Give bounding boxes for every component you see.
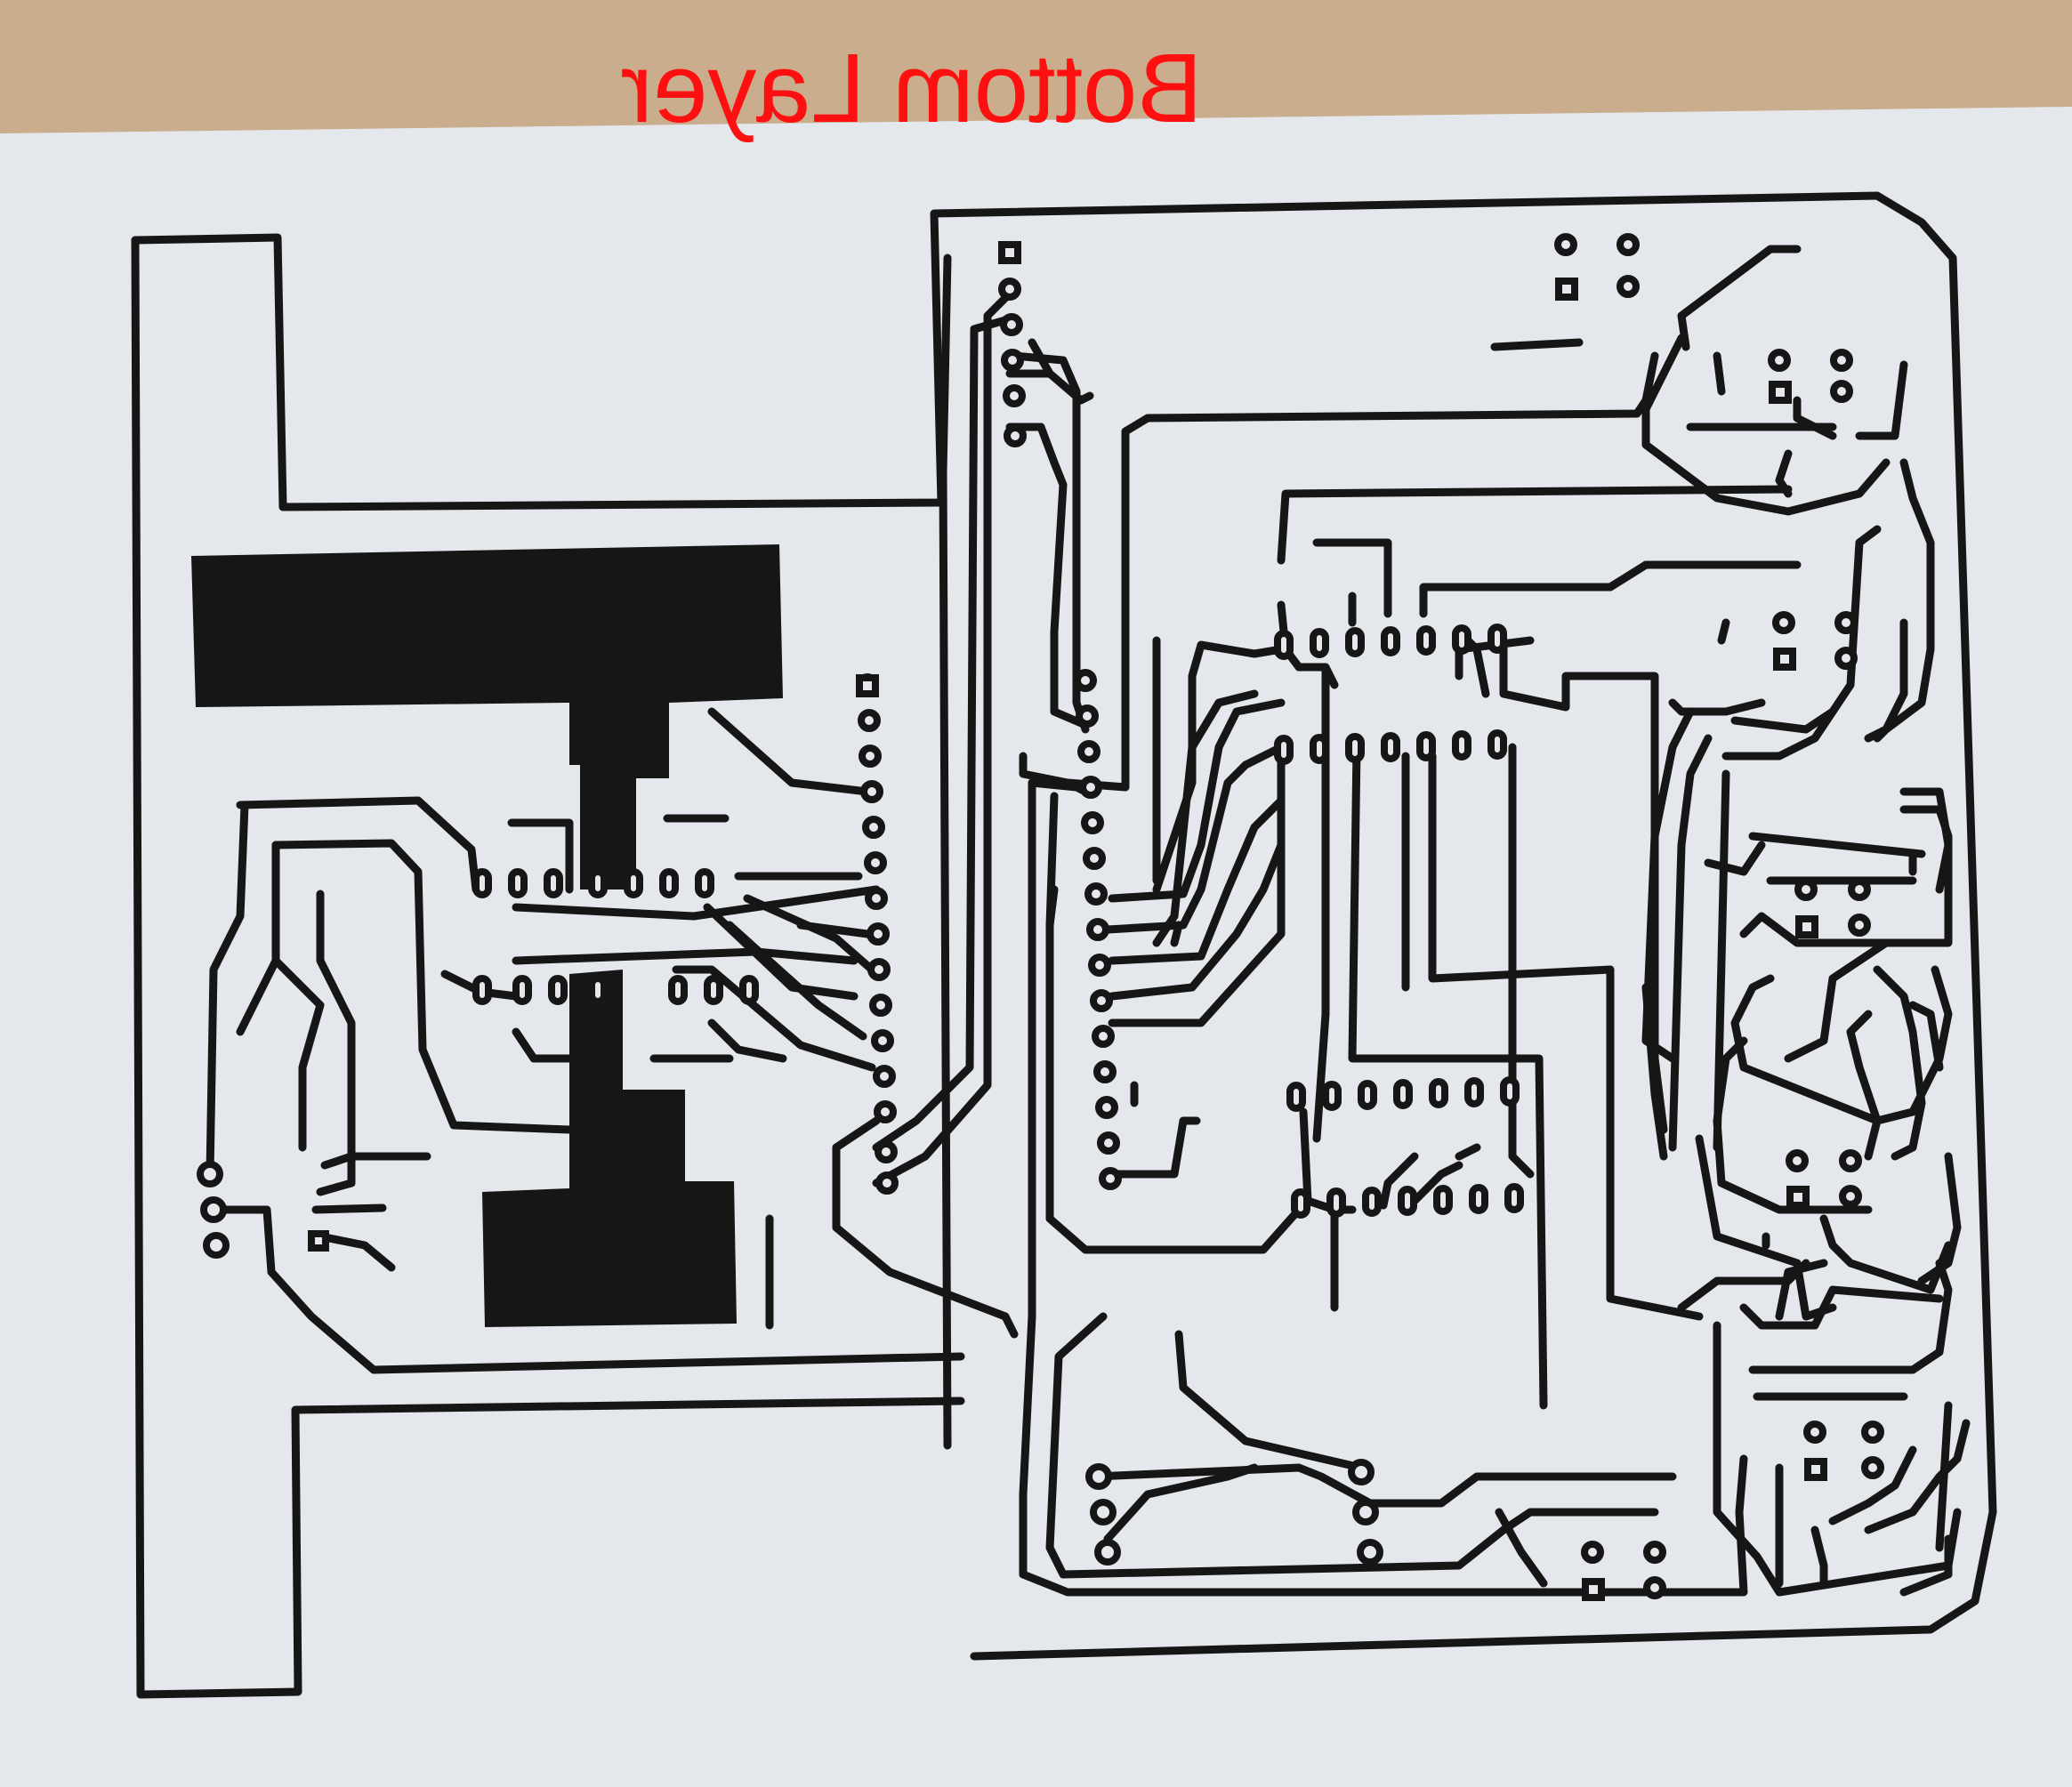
- left-rail: [131, 236, 965, 1699]
- bottom-layer-label: Bottom Layer: [0, 34, 2072, 143]
- ic-pads: [472, 624, 1524, 1219]
- square-pads: [308, 241, 1827, 1601]
- pads: [197, 233, 1884, 1599]
- bottom-layer-label-text: Bottom Layer: [620, 34, 1203, 143]
- pcb-artwork: [131, 191, 1997, 1699]
- inner-rail: [939, 254, 952, 1450]
- copper-pours: [191, 544, 783, 1327]
- left-board-outline: [131, 191, 1997, 1661]
